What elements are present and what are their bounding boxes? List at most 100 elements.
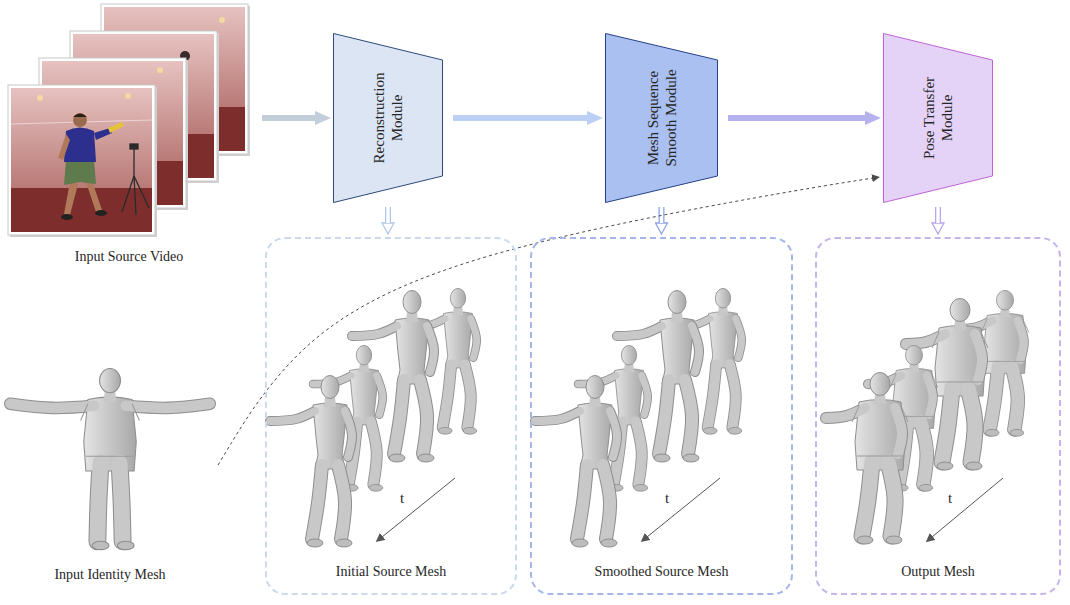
limb xyxy=(270,411,315,421)
trapezoid-outline xyxy=(605,33,718,203)
limb xyxy=(642,376,648,415)
limb xyxy=(420,380,427,454)
limb xyxy=(736,319,742,358)
limb-outline xyxy=(610,411,617,457)
flow-arrow xyxy=(262,115,317,121)
connector-group xyxy=(453,118,589,119)
arrow-inner xyxy=(386,207,389,223)
panel-caption: Smoothed Source Mesh xyxy=(595,564,729,581)
mesh-figure xyxy=(826,373,908,545)
limb xyxy=(826,408,865,418)
limb-outline xyxy=(345,411,352,457)
limb xyxy=(352,326,397,336)
foot xyxy=(389,454,405,462)
limb xyxy=(730,365,736,428)
limb-outline xyxy=(420,380,427,454)
result-panel: Smoothed Source Mesh xyxy=(530,237,793,595)
foot xyxy=(966,462,982,470)
arrow-inner xyxy=(660,207,663,223)
module-name: Pose Transfer Module xyxy=(920,58,956,178)
limb xyxy=(927,376,933,415)
identity-input: Input Identity Mesh xyxy=(4,360,216,596)
foot xyxy=(886,536,902,544)
limb-outline xyxy=(888,462,895,536)
limb xyxy=(1012,367,1018,430)
light xyxy=(125,93,131,99)
limb xyxy=(659,380,669,454)
connector-group xyxy=(388,207,389,223)
video-frames xyxy=(8,4,250,237)
flow-arrow xyxy=(659,207,665,223)
foot xyxy=(919,484,933,491)
limb xyxy=(906,334,945,344)
trapezoid-shape xyxy=(884,34,993,203)
limb xyxy=(708,365,717,428)
result-panel: Output Mesh xyxy=(815,237,1061,595)
head xyxy=(870,373,890,396)
limb-outline xyxy=(708,365,717,428)
limb xyxy=(862,462,872,536)
limb xyxy=(377,376,383,415)
limb-outline xyxy=(942,388,952,462)
panel-caption: Input Source Video xyxy=(75,249,184,266)
connector-group xyxy=(262,118,317,119)
head xyxy=(621,345,636,365)
foot xyxy=(601,539,617,547)
limb xyxy=(942,388,952,462)
head xyxy=(100,369,121,393)
limb xyxy=(975,334,982,380)
connector-group xyxy=(661,207,662,223)
foot xyxy=(463,427,477,434)
limb-outline xyxy=(1012,367,1018,430)
limb-outline xyxy=(636,422,642,485)
limb xyxy=(371,422,377,485)
flow-arrow xyxy=(935,207,941,223)
time-axis xyxy=(382,478,455,537)
video-frame xyxy=(8,85,155,235)
limb xyxy=(427,326,434,372)
connector-group xyxy=(938,207,939,223)
mesh-figure xyxy=(535,376,617,548)
head xyxy=(715,288,730,308)
light xyxy=(37,95,43,101)
frame-floor xyxy=(11,188,152,232)
limb-outline xyxy=(862,462,872,536)
foot xyxy=(369,484,383,491)
flow-arrow xyxy=(453,115,589,121)
clothing-fold xyxy=(981,319,1029,362)
foot xyxy=(654,454,670,462)
label-slot: t xyxy=(665,489,669,507)
limb xyxy=(1018,321,1024,360)
connector-group xyxy=(728,118,867,119)
axis-label: t xyxy=(665,490,669,506)
limb-outline xyxy=(443,365,452,428)
panel-caption: Output Mesh xyxy=(901,564,975,581)
limb xyxy=(97,463,100,542)
light xyxy=(219,17,225,23)
trapezoid-outline xyxy=(333,33,443,203)
limb-outline xyxy=(97,463,100,542)
foot xyxy=(985,429,999,436)
limb xyxy=(338,465,345,539)
label-slot: t xyxy=(948,489,952,507)
foot xyxy=(117,541,134,549)
limb-outline xyxy=(119,463,122,542)
foot xyxy=(418,454,434,462)
head xyxy=(450,288,465,308)
limb xyxy=(10,404,94,408)
limb-outline xyxy=(603,465,610,539)
limb xyxy=(443,365,452,428)
limb xyxy=(888,462,895,536)
axis-label: t xyxy=(400,490,404,506)
head xyxy=(586,376,604,399)
trapezoid-outline xyxy=(883,33,993,203)
foot xyxy=(572,539,588,547)
trapezoid-shape xyxy=(606,34,718,203)
limb xyxy=(685,380,692,454)
limb-outline xyxy=(471,319,477,358)
label-slot: t xyxy=(400,489,404,507)
connector-group xyxy=(218,178,873,465)
module-trapezoid: Reconstruction Module xyxy=(333,33,443,203)
panel-caption: Initial Source Mesh xyxy=(336,564,446,581)
